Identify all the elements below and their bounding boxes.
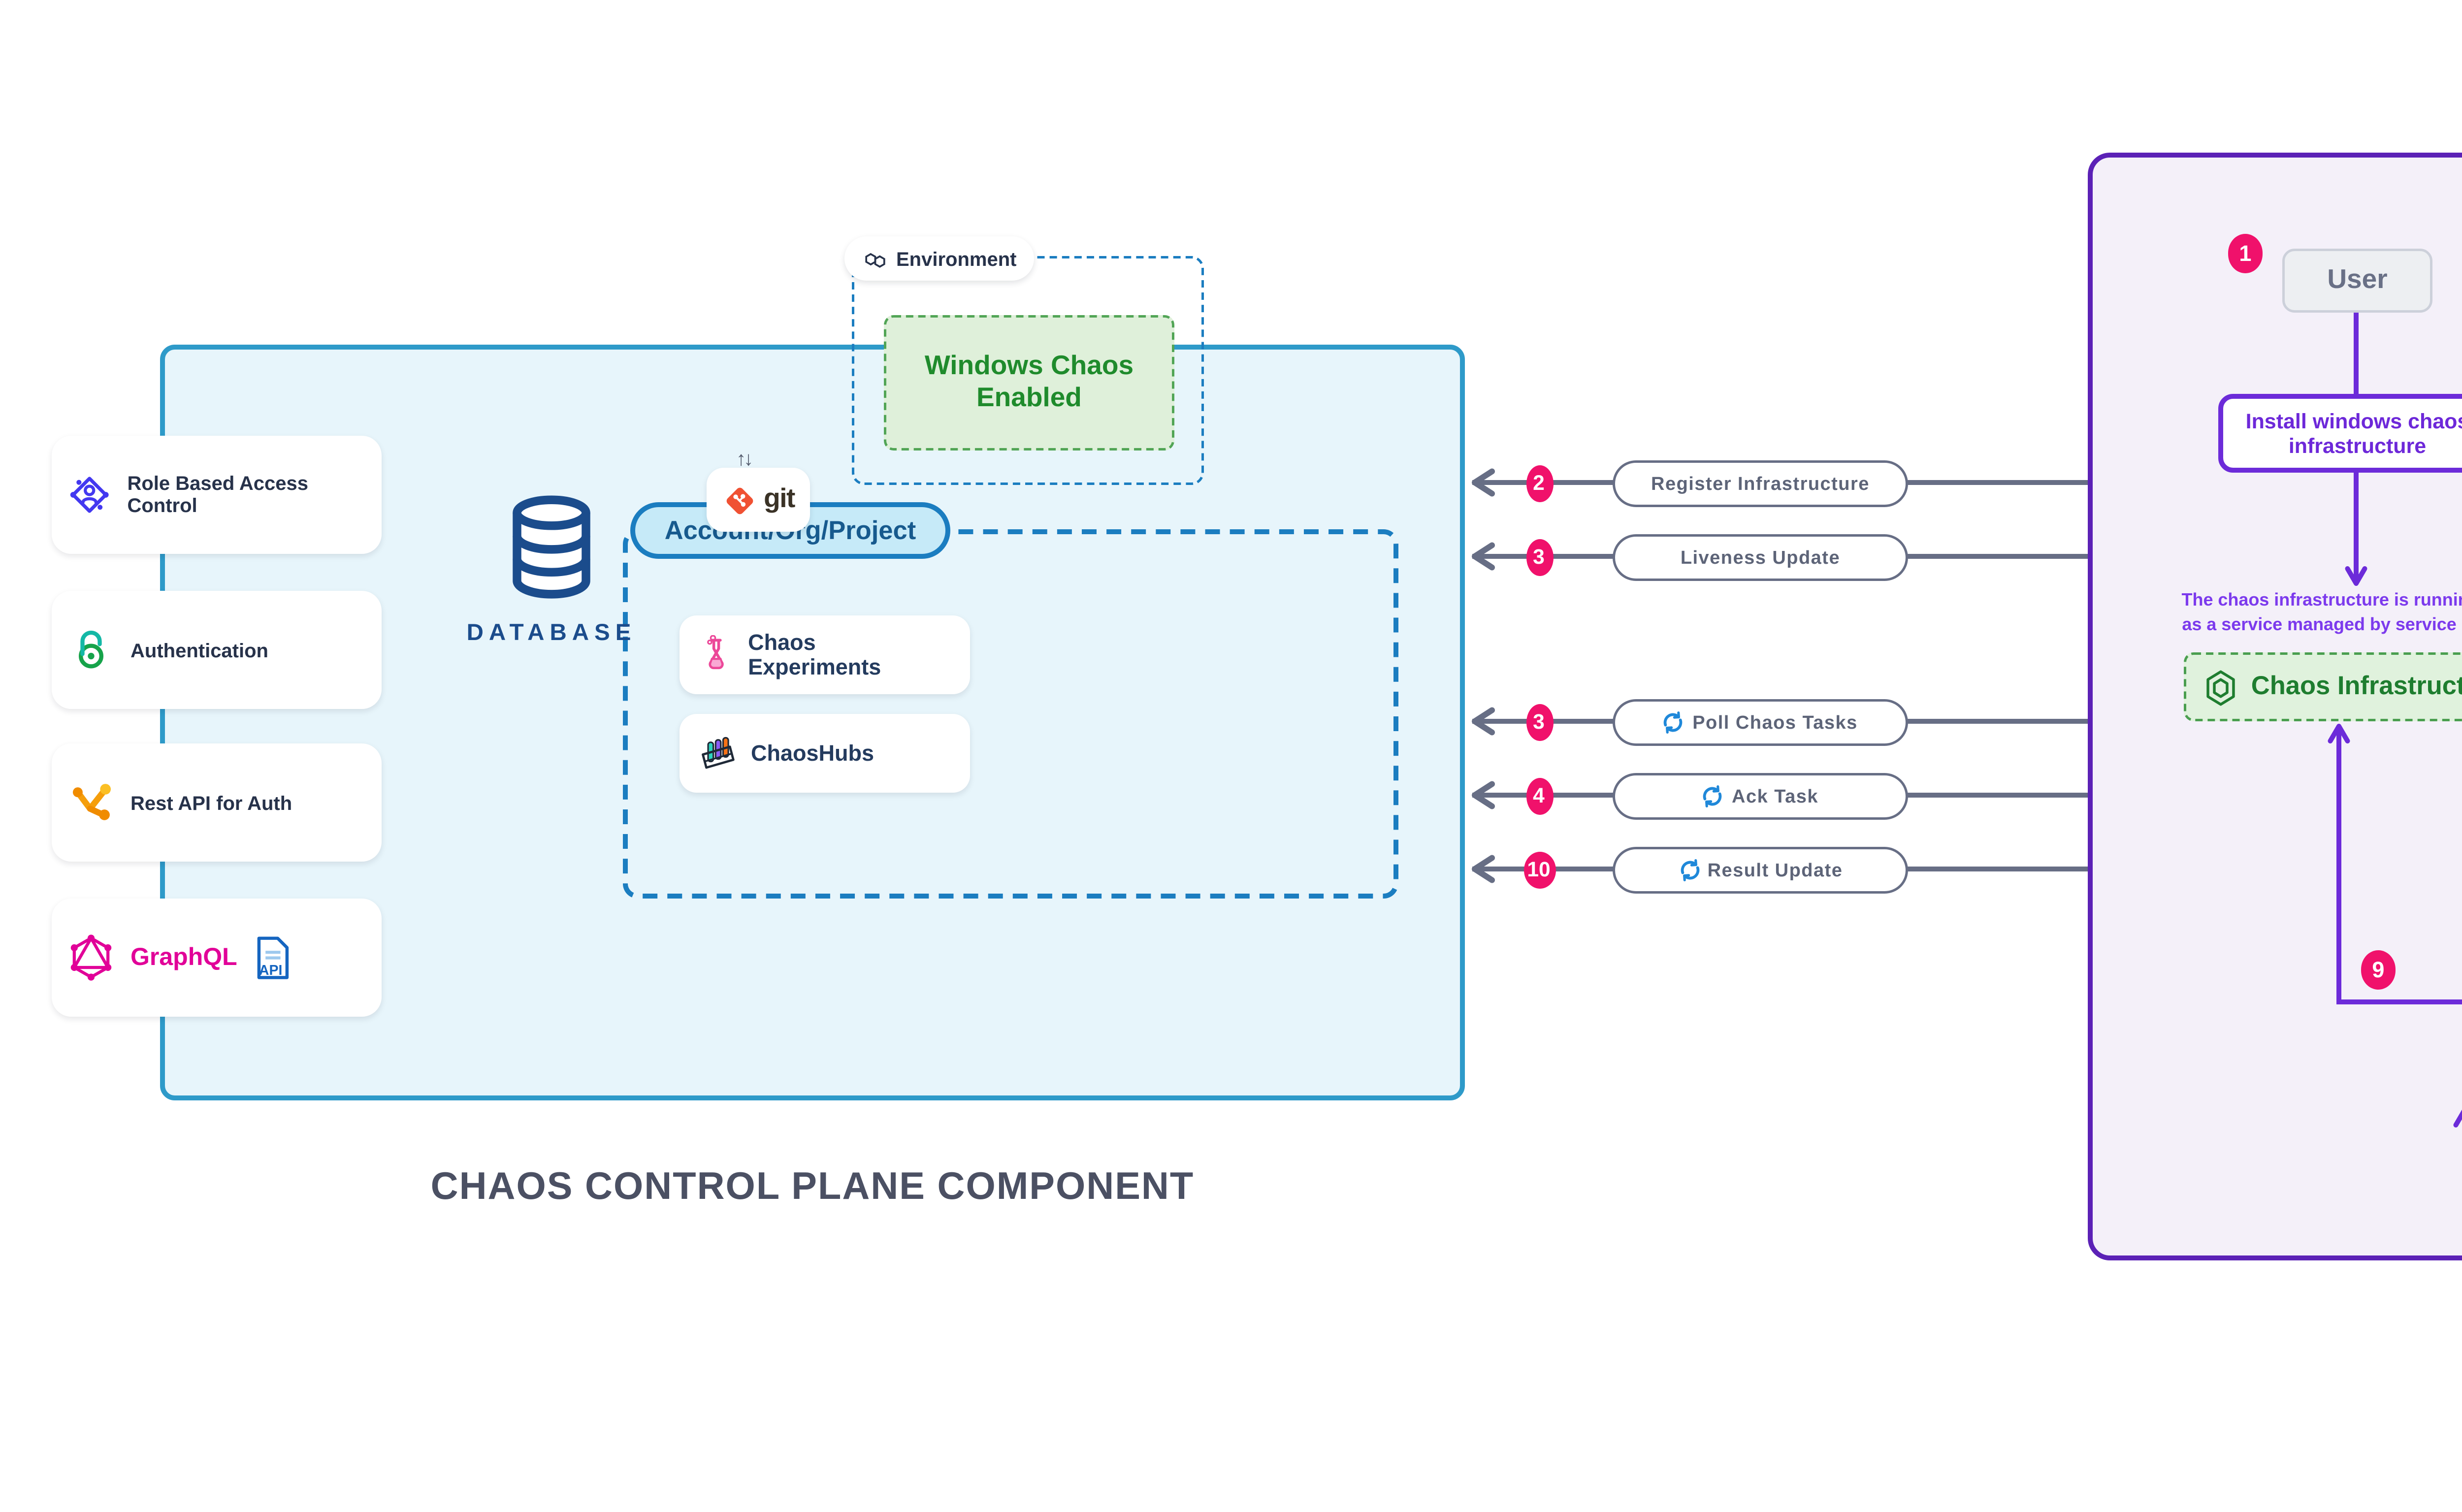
card-rest-api: Rest API for Auth [52, 743, 382, 862]
step-badge: 9 [2361, 950, 2396, 989]
svg-text:API: API [260, 961, 284, 977]
generate-infra-line-h [2339, 999, 2462, 1004]
sync-icon [1704, 784, 1723, 806]
rest-api-icon [72, 784, 111, 820]
git-sync-arrows: ↑↓ [736, 447, 753, 469]
card-label: Role Based Access Control [127, 473, 309, 517]
arrowhead-left [1472, 707, 1495, 736]
connector-pill: Poll Chaos Tasks [1613, 698, 1908, 745]
note-service-manager: The chaos infrastructure is running and … [2181, 588, 2462, 634]
arrowhead-left [1472, 855, 1495, 883]
sync-icon [1664, 710, 1684, 733]
database-label: DATABASE [466, 620, 637, 647]
api-file-icon: API [258, 935, 290, 978]
environment-icon [865, 252, 885, 267]
arrowhead-down [2345, 566, 2367, 586]
database-icon [513, 495, 590, 599]
step-badge: 10 [1523, 850, 1555, 888]
generate-infra-line-v [2336, 729, 2341, 1004]
connector-label: Liveness Update [1680, 545, 1841, 568]
connector-label: Poll Chaos Tasks [1692, 710, 1858, 733]
git-icon [727, 486, 754, 513]
rbac-icon [70, 477, 109, 513]
connector-label: Register Infrastructure [1651, 471, 1870, 494]
step-badge: 2 [1525, 464, 1553, 501]
step-badge: 3 [1525, 703, 1553, 740]
user-label: User [2327, 266, 2388, 295]
connector-pill: Result Update [1613, 845, 1908, 893]
connector-pill: Register Infrastructure [1613, 459, 1908, 506]
connector-label: Ack Task [1732, 784, 1818, 806]
environment-label-card: Environment [844, 236, 1034, 281]
windows-chaos-label: Windows Chaos Enabled [924, 351, 1134, 413]
environment-label: Environment [896, 247, 1017, 270]
card-chaos-experiments: Chaos Experiments [680, 615, 970, 694]
connector-label: Result Update [1707, 858, 1843, 880]
execution-plane-title: CHAOS EXECUTION PLANE COMPONENT [2088, 1339, 2462, 1383]
database: DATABASE [438, 492, 665, 647]
step-badge: 1 [2228, 234, 2263, 272]
card-label: ChaosHubs [751, 741, 875, 766]
install-infra-line [2354, 473, 2359, 581]
graphql-icon [70, 934, 112, 981]
arrowhead-left [1472, 542, 1495, 571]
step-badge: 4 [1525, 776, 1553, 814]
chaos-infrastructure-label: Chaos Infrastructure [2251, 672, 2462, 702]
sync-icon [1680, 858, 1698, 880]
user-box: User [2282, 249, 2432, 313]
arrowhead-up [2453, 1109, 2462, 1127]
card-label: Authentication [130, 639, 268, 661]
card-label: Rest API for Auth [130, 791, 292, 814]
arrowhead-left [1472, 781, 1495, 809]
card-git: git [707, 468, 810, 532]
install-box: Install windows chaos infrastructure [2218, 394, 2462, 473]
card-graphql: GraphQL API [52, 899, 382, 1017]
user-install-line [2354, 313, 2359, 394]
flask-icon [707, 635, 724, 670]
chaos-infrastructure-box: Chaos Infrastructure [2184, 652, 2462, 721]
authentication-icon [79, 630, 103, 669]
connector-pill: Liveness Update [1613, 533, 1908, 580]
card-authentication: Authentication [52, 591, 382, 709]
step-badge: 3 [1525, 538, 1553, 575]
control-plane-title: CHAOS CONTROL PLANE COMPONENT [430, 1167, 1195, 1209]
card-chaoshubs: ChaosHubs [680, 714, 970, 793]
card-label: GraphQL [130, 944, 237, 971]
account-dashed-box [623, 529, 1398, 899]
arrowhead-left [1472, 468, 1495, 497]
card-rbac: Role Based Access Control [52, 436, 382, 554]
card-label: Chaos Experiments [748, 630, 881, 679]
chaoshubs-icon [702, 736, 735, 768]
arrowhead-up [2328, 724, 2350, 743]
windows-chaos-enabled-box: Windows Chaos Enabled [884, 315, 1174, 450]
connector-pill: Ack Task [1613, 772, 1908, 819]
git-label: git [764, 485, 795, 515]
chaos-infrastructure-icon [2207, 669, 2236, 705]
install-label: Install windows chaos infrastructure [2245, 409, 2462, 458]
